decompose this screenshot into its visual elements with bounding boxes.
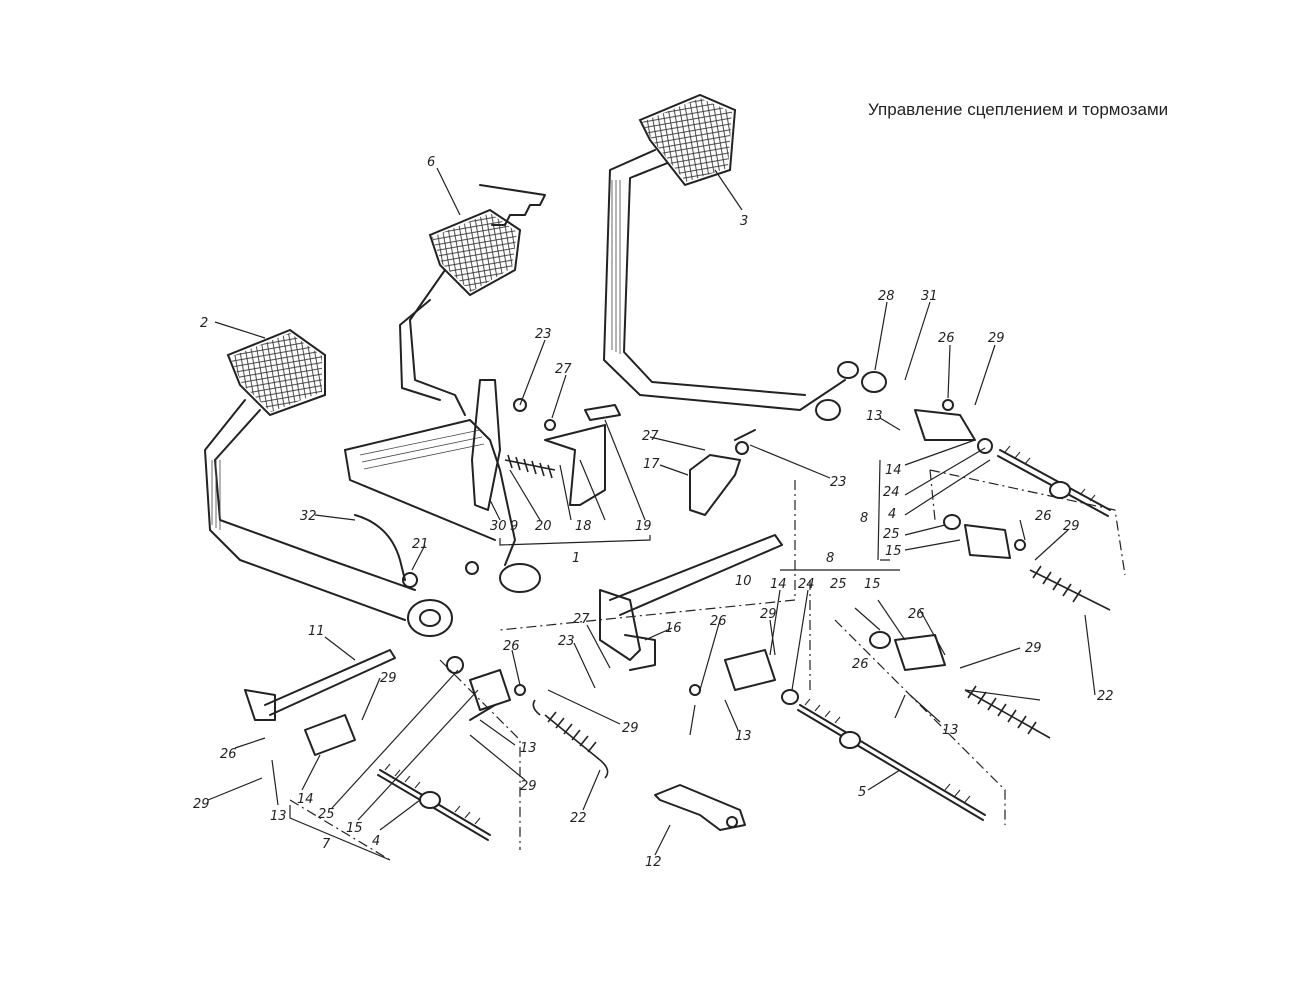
label-25-mid: 25 [830,577,847,592]
diagram-title: Управление сцеплением и тормозами [868,100,1169,119]
label-25-left: 25 [318,807,335,822]
label-21: 21 [412,537,429,552]
label-13-lower-left: 13 [520,741,537,756]
label-23-lower: 23 [558,634,575,649]
label-29-right-top: 29 [988,331,1005,346]
label-32: 32 [300,509,317,524]
label-26-left: 26 [220,747,237,762]
label-24-mid: 24 [798,577,815,592]
label-13-lower-right: 13 [942,723,959,738]
lever-assembly-1 [354,379,621,588]
label-2: 2 [200,316,208,331]
label-26-lower-right: 26 [852,657,869,672]
shaft-11 [244,649,396,721]
label-28: 28 [878,289,895,304]
label-11: 11 [308,624,325,639]
label-26-right-top: 26 [938,331,955,346]
rod-assembly-8-lower [689,631,986,821]
label-16: 16 [665,621,682,636]
label-4-left: 4 [372,834,380,849]
label-27-lower: 27 [573,612,590,627]
label-5: 5 [858,785,866,800]
label-22-right: 22 [1097,689,1114,704]
label-30: 30 [490,519,507,534]
label-15-left: 15 [346,821,363,836]
label-29-lower-center: 29 [622,721,639,736]
label-12: 12 [645,855,662,870]
label-4-right: 4 [888,507,896,522]
spring-22a [532,699,609,779]
label-27-top: 27 [555,362,572,377]
callout-labels: 2 6 3 23 27 28 31 26 29 13 14 24 4 8 25 … [193,155,1114,870]
bracket-17 [689,429,756,516]
label-18: 18 [575,519,592,534]
shaft-10 [599,534,783,671]
label-29-lower-mid: 29 [760,607,777,622]
label-24-right: 24 [883,485,900,500]
label-23-top: 23 [535,327,552,342]
label-15-right: 15 [885,544,902,559]
label-31: 31 [921,289,938,304]
label-20: 20 [535,519,552,534]
label-27-mid: 27 [642,429,659,444]
leader-lines [207,167,1096,861]
label-29-left: 29 [380,671,397,686]
label-8-mid: 8 [826,551,834,566]
label-25-right: 25 [883,527,900,542]
label-7: 7 [322,837,331,852]
label-26-right-mid: 26 [1035,509,1052,524]
label-17: 17 [643,457,660,472]
brake-pedal-3 [603,93,859,421]
label-6: 6 [427,155,435,170]
label-19: 19 [635,519,652,534]
label-14-left: 14 [297,792,314,807]
bracket-12 [654,784,746,831]
label-9: 9 [510,519,518,534]
label-29-lower-right: 29 [1025,641,1042,656]
label-13-left: 13 [270,809,287,824]
label-3: 3 [740,214,748,229]
rod-assembly-8-upper [861,371,1111,559]
label-22-left: 22 [570,811,587,826]
brake-pedal-2 [204,328,453,637]
label-8-right: 8 [860,511,868,526]
label-10: 10 [735,574,752,589]
spring-22b [964,565,1111,739]
label-29-right-mid: 29 [1063,519,1080,534]
label-29-lower-left: 29 [520,779,537,794]
label-15-mid: 15 [864,577,881,592]
label-26-lower-mid: 26 [710,614,727,629]
label-14-right: 14 [885,463,902,478]
label-23-right: 23 [830,475,847,490]
label-26-mid-right: 26 [908,607,925,622]
label-26-lower-left: 26 [503,639,520,654]
label-13-right: 13 [866,409,883,424]
label-29-left-bottom: 29 [193,797,210,812]
label-13-lower-mid: 13 [735,729,752,744]
label-14-mid: 14 [770,577,787,592]
rod-assembly-7 [304,656,526,841]
label-1: 1 [572,551,580,566]
group-outlines [289,469,1126,861]
